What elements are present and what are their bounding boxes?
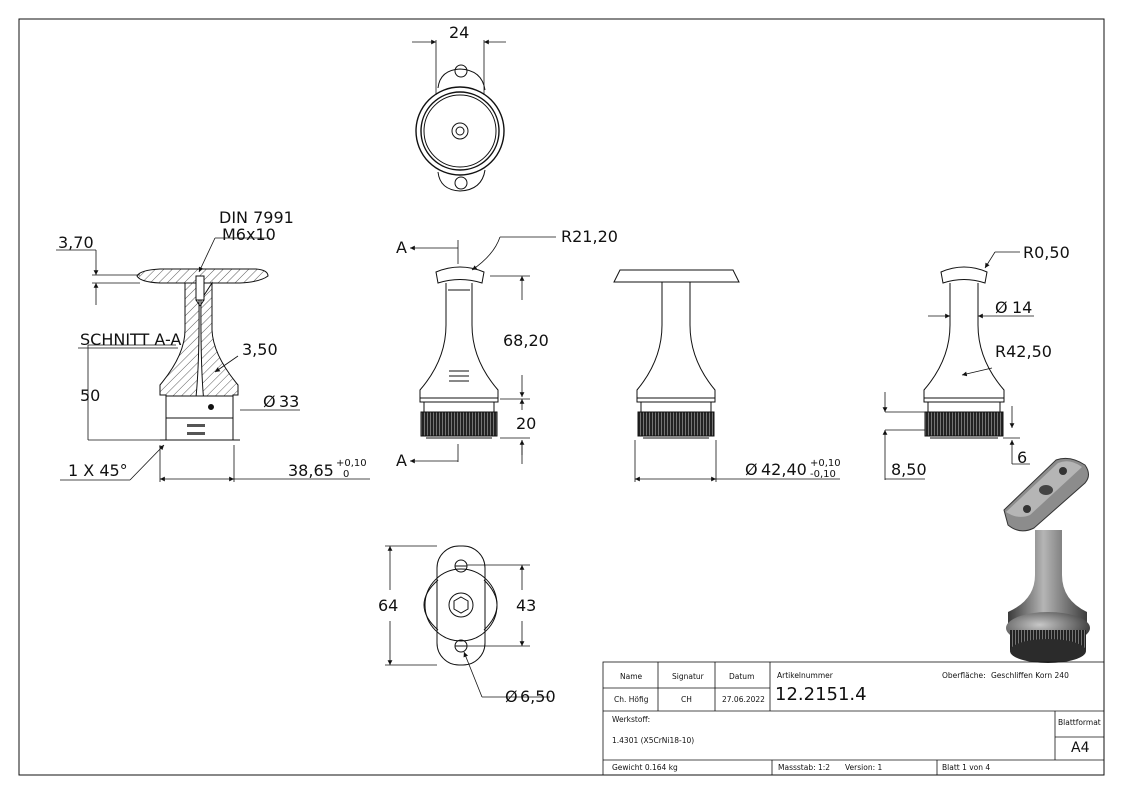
tb-name-label: Name <box>620 672 643 681</box>
tol-base-lower: 0 <box>343 469 349 480</box>
tb-material-label: Werkstoff: <box>612 715 650 724</box>
tol-outer-lower: -0,10 <box>810 469 836 480</box>
label-section: SCHNITT A-A <box>80 330 181 349</box>
tb-name-value: Ch. Höfig <box>614 695 649 704</box>
drawing-frame <box>18 18 1105 776</box>
detail-view <box>923 266 1005 439</box>
tb-article-number: 12.2151.4 <box>775 684 867 705</box>
tb-signature-value: CH <box>681 695 692 704</box>
dia-symbol-42: Ø <box>745 460 758 479</box>
front-view <box>419 266 499 439</box>
isometric-render <box>1003 457 1090 663</box>
dim-edge-radius: R0,50 <box>1023 243 1070 262</box>
tb-material-value: 1.4301 (X5CrNi18-10) <box>612 736 694 745</box>
tb-weight: Gewicht 0.164 kg <box>612 763 678 772</box>
dim-hole-distance: 43 <box>516 596 536 615</box>
tb-sheet-format-label: Blattformat <box>1058 718 1101 727</box>
title-block <box>602 661 1105 776</box>
dim-base-dia: 38,65 <box>288 461 334 480</box>
tb-sheet: Blatt 1 von 4 <box>942 763 990 772</box>
dim-flare-radius: R42,50 <box>995 342 1052 361</box>
dim-ring-offset: 8,50 <box>891 460 927 479</box>
tb-surface-value: Geschliffen Korn 240 <box>991 671 1069 680</box>
dim-stem-dia: 14 <box>1012 298 1032 317</box>
tb-article-label: Artikelnummer <box>777 671 834 680</box>
bottom-view <box>423 545 498 666</box>
dia-symbol-33: Ø <box>263 392 276 411</box>
dia-symbol-650: Ø <box>505 687 518 706</box>
tb-surface-label: Oberfläche: <box>942 671 986 680</box>
dia-symbol-14: Ø <box>995 298 1008 317</box>
dim-dia-33: 33 <box>279 392 299 411</box>
tb-signature-label: Signatur <box>672 672 705 681</box>
tol-base-upper: +0,10 <box>336 458 367 469</box>
dim-outer-dia: 42,40 <box>761 460 807 479</box>
tb-date-label: Datum <box>729 672 754 681</box>
tol-outer-upper: +0,10 <box>810 458 841 469</box>
section-mark-top: A <box>396 238 407 257</box>
dim-plate-thickness: 3,70 <box>58 233 94 252</box>
dim-height-50: 50 <box>80 386 100 405</box>
section-mark-bottom: A <box>396 451 407 470</box>
tb-version: Version: 1 <box>845 763 882 772</box>
dim-height-total: 68,20 <box>503 331 549 350</box>
tb-scale: Massstab: 1:2 <box>778 763 830 772</box>
dim-hole-dia: 6,50 <box>520 687 556 706</box>
dim-top-width: 24 <box>449 23 469 42</box>
tb-sheet-format: A4 <box>1071 740 1090 756</box>
label-din: DIN 7991 <box>219 208 294 227</box>
top-view <box>412 39 506 192</box>
dim-radius-saddle: R21,20 <box>561 227 618 246</box>
tb-date-value: 27.06.2022 <box>722 695 765 704</box>
dim-wall: 3,50 <box>242 340 278 359</box>
dim-plate-length: 64 <box>378 596 398 615</box>
dim-height-ring: 20 <box>516 414 536 433</box>
label-screw: M6x10 <box>222 225 276 244</box>
dim-chamfer: 1 X 45° <box>68 461 128 480</box>
side-view <box>613 269 740 439</box>
section-view <box>136 268 269 441</box>
dim-ring-step: 6 <box>1017 448 1027 467</box>
